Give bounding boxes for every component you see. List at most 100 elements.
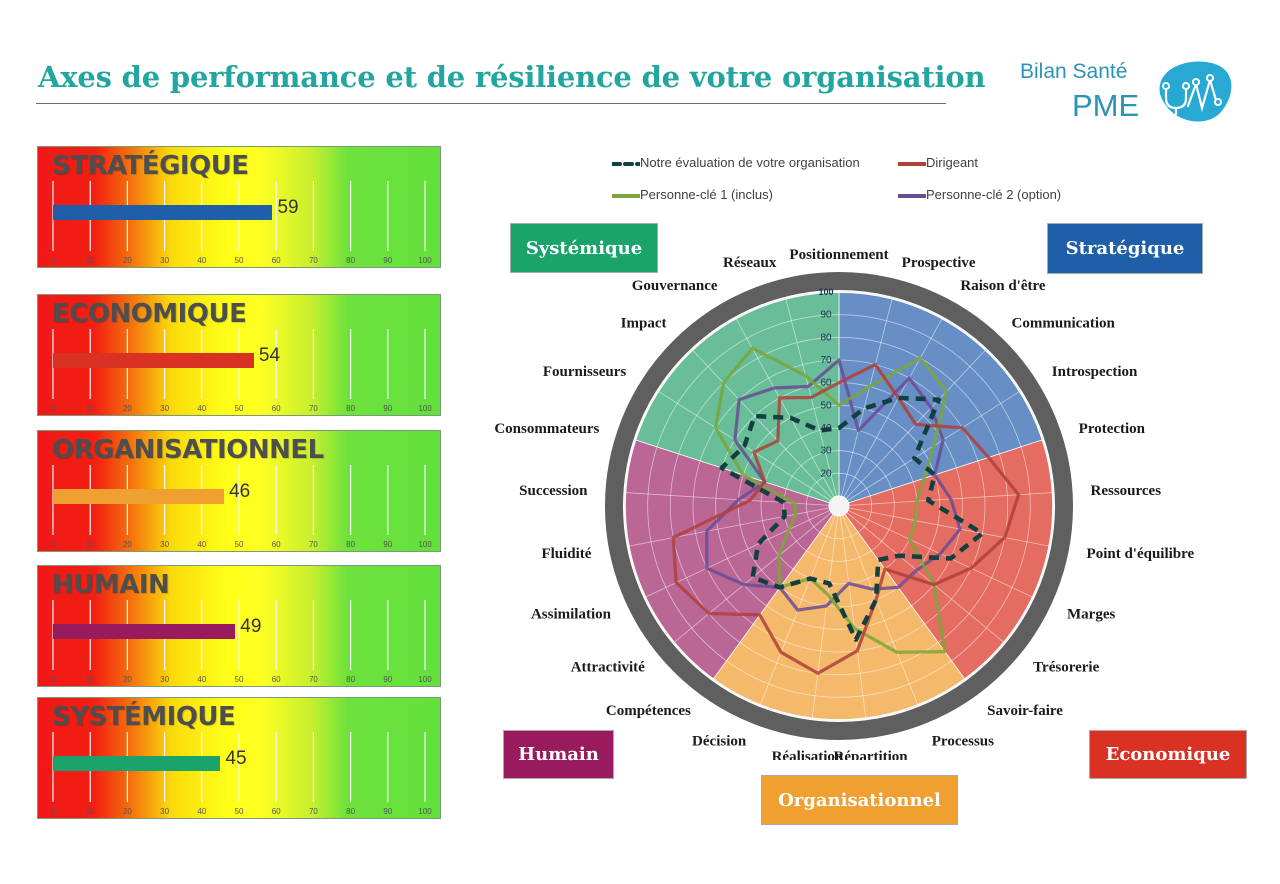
radar-spoke <box>838 318 943 507</box>
panel-tick-label: 100 <box>418 540 432 549</box>
radar-series-line <box>671 363 1021 675</box>
panel-tick-label: 100 <box>418 807 432 816</box>
radar-axis-label: Marges <box>1067 606 1115 622</box>
panel-tick-label: 20 <box>123 807 132 816</box>
panel-tick-label: 10 <box>86 807 95 816</box>
panel-tick-label: 70 <box>309 540 318 549</box>
radar-spoke <box>625 492 840 507</box>
radar-spoke <box>811 505 840 719</box>
legend-swatch <box>611 193 641 198</box>
panel-tick-label: 30 <box>160 675 169 684</box>
radar-tick-label: 60 <box>820 378 832 389</box>
legend-swatch <box>611 161 641 166</box>
radar-axis-label: Succession <box>519 483 588 499</box>
radar-spoke <box>838 505 1050 547</box>
radar-spoke <box>692 349 840 507</box>
legend-item: Personne-clé 2 (option) <box>897 187 1061 202</box>
radar-hub <box>828 495 850 517</box>
radar-axis-label: Attractivité <box>571 660 645 676</box>
panel-tick-label: 60 <box>272 256 281 265</box>
panel-title: HUMAIN <box>52 570 170 600</box>
radar-axis-label: Impact <box>621 315 667 331</box>
panel-tick-label: 100 <box>418 404 432 413</box>
radar-tick-label: 70 <box>820 355 832 366</box>
panel-title: SYSTÉMIQUE <box>52 702 236 732</box>
panel-tick-label: 10 <box>86 404 95 413</box>
panel-tick-label: 50 <box>235 807 244 816</box>
radar-spoke <box>838 505 919 706</box>
legend-item: Personne-clé 1 (inclus) <box>611 187 773 202</box>
legend-label: Notre évaluation de votre organisation <box>640 155 860 170</box>
panel-tick-label: 0 <box>51 540 56 549</box>
radar-tick-label: 50 <box>820 400 832 411</box>
panel-tick-label: 80 <box>346 540 355 549</box>
logo: Bilan Santé PME <box>1000 50 1240 130</box>
radar-axis-label: Communication <box>1012 315 1116 331</box>
radar-series-line <box>705 358 962 612</box>
dimension-box-strategique: Stratégique <box>1047 223 1203 274</box>
panel-score-bar <box>53 624 236 639</box>
panel-score-bar <box>53 756 221 771</box>
panel-tick-label: 40 <box>197 540 206 549</box>
panel-tick-label: 20 <box>123 404 132 413</box>
panel-tick-label: 40 <box>197 675 206 684</box>
radar-tick-label: 40 <box>820 423 832 434</box>
panel-title: ORGANISATIONNEL <box>52 435 324 465</box>
radar-series-line <box>719 395 985 642</box>
radar-spoke <box>658 390 840 507</box>
dimension-box-systemique: Systémique <box>510 223 658 273</box>
radar-axis-label: Réalisation <box>772 749 844 760</box>
title-divider <box>36 103 946 104</box>
panel-tick-label: 20 <box>123 256 132 265</box>
dimension-box-organisationnel: Organisationnel <box>761 775 958 825</box>
radar-axis-label: Ressources <box>1091 483 1162 499</box>
panel-tick-label: 70 <box>309 256 318 265</box>
panel-tick-label: 40 <box>197 256 206 265</box>
radar-tick-label: 30 <box>820 446 832 457</box>
panel-tick-label: 90 <box>383 540 392 549</box>
panel-tick-label: 30 <box>160 256 169 265</box>
legend-swatch <box>897 161 927 166</box>
panel-tick-label: 0 <box>51 675 56 684</box>
panel-score-bar <box>53 353 254 368</box>
logo-text-bilan-sante: Bilan Santé <box>1020 60 1128 83</box>
panel-tick-label: 100 <box>418 675 432 684</box>
panel-tick-label: 80 <box>346 807 355 816</box>
panel-tick-label: 70 <box>309 404 318 413</box>
radar-spoke <box>712 505 840 680</box>
panel-score-bar <box>53 489 225 504</box>
panel-tick-label: 80 <box>346 404 355 413</box>
panel-tick-label: 80 <box>346 675 355 684</box>
dimension-box-economique: Economique <box>1089 730 1247 779</box>
panel-tick-label: 0 <box>51 807 56 816</box>
legend-item: Notre évaluation de votre organisation <box>611 155 860 170</box>
panel-tick-label: 10 <box>86 675 95 684</box>
panel-tick-label: 70 <box>309 675 318 684</box>
radar-axis-label: Raison d'être <box>960 278 1045 294</box>
panel-tick-label: 100 <box>418 256 432 265</box>
panel-score-value: 49 <box>240 616 262 637</box>
panel-tick-label: 0 <box>51 404 56 413</box>
panel-score-value: 59 <box>277 197 299 218</box>
radar-spoke <box>673 505 840 643</box>
radar-spoke <box>838 349 986 507</box>
panel-tick-label: 40 <box>197 404 206 413</box>
radar-axis-label: Point d'équilibre <box>1087 546 1195 562</box>
radar-axis-label: Trésorerie <box>1033 660 1099 676</box>
radar-spoke <box>628 505 840 547</box>
legend-label: Dirigeant <box>926 155 979 170</box>
radar-axis-label: Fluidité <box>541 546 591 562</box>
radar-axis-label: Réseaux <box>723 255 777 271</box>
panel-tick-label: 0 <box>51 256 56 265</box>
panel-score-bar <box>53 205 273 220</box>
radar-axis-label: Fournisseurs <box>543 364 627 380</box>
panel-tick-label: 30 <box>160 540 169 549</box>
radar-spoke <box>838 298 893 507</box>
radar-axis-label: Introspection <box>1052 364 1138 380</box>
panel-tick-label: 50 <box>235 675 244 684</box>
